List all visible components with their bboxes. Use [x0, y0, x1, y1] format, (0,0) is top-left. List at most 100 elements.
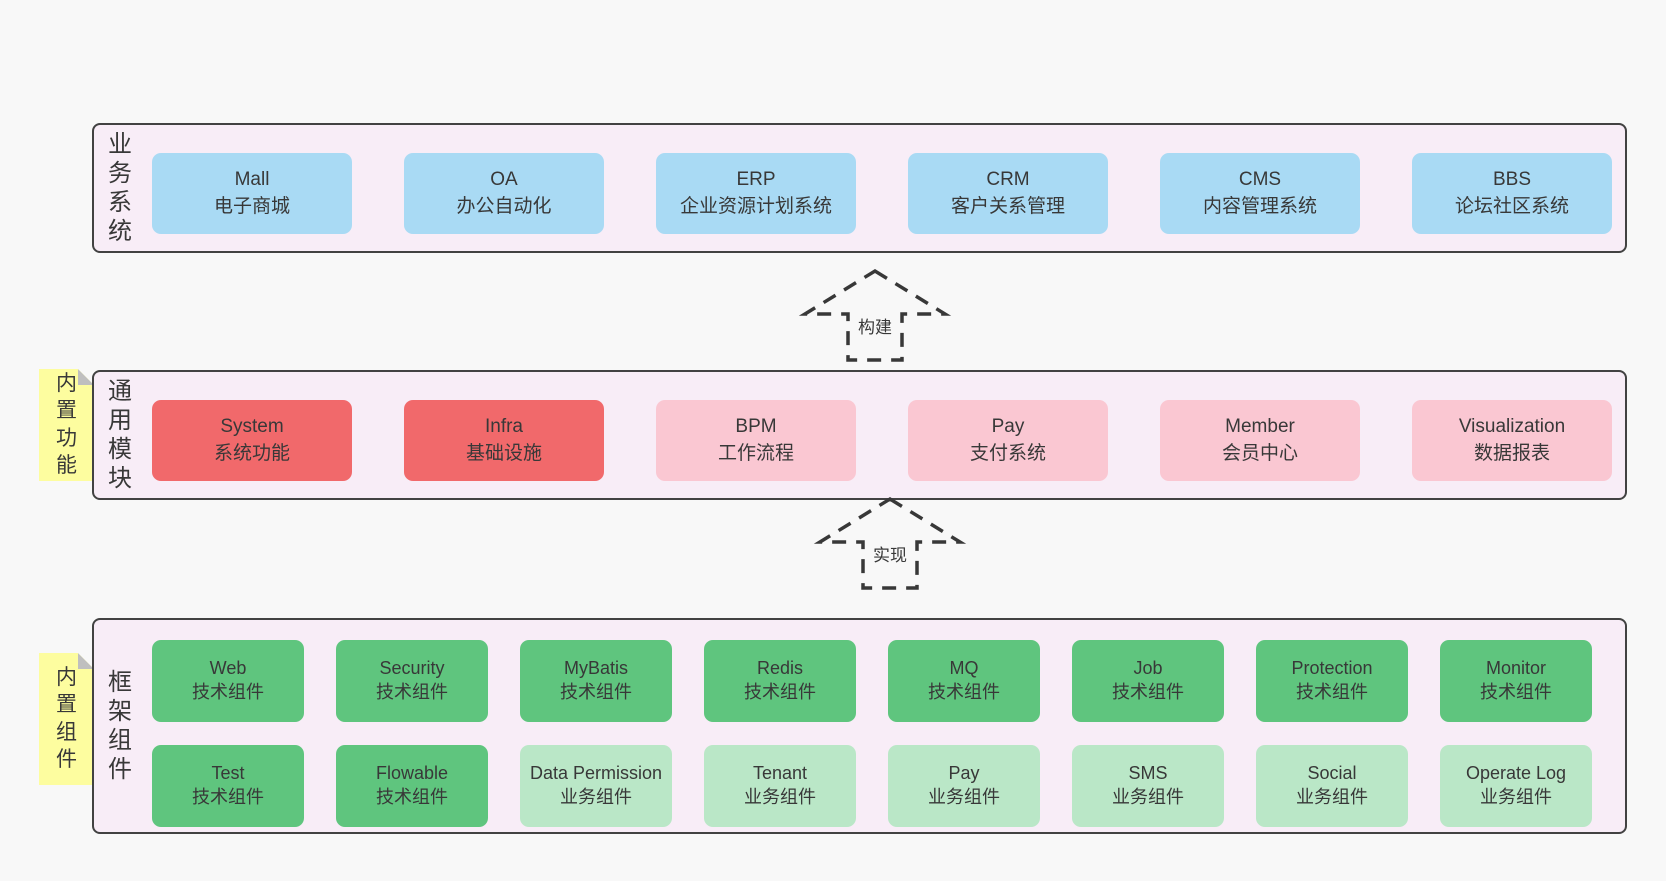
box-title: Web	[209, 658, 247, 679]
box-subtitle: 技术组件	[376, 787, 448, 807]
box-subtitle: 技术组件	[744, 682, 816, 702]
box-oa: OA 办公自动化	[404, 153, 604, 234]
business-box-row: Mall 电子商城 OA 办公自动化 ERP 企业资源计划系统 CRM 客户关系…	[152, 153, 1612, 234]
box-subtitle: 技术组件	[928, 682, 1000, 702]
box-subtitle: 企业资源计划系统	[679, 195, 832, 217]
box-crm: CRM 客户关系管理	[908, 153, 1108, 234]
implement-arrow-label: 实现	[870, 540, 910, 567]
components-box-row-2: Test 技术组件 Flowable 技术组件 Data Permission …	[152, 745, 1592, 827]
box-pay-system: Pay 支付系统	[908, 400, 1108, 481]
box-subtitle: 技术组件	[560, 682, 632, 702]
box-title: CRM	[986, 169, 1030, 191]
box-mybatis: MyBatis 技术组件	[520, 640, 672, 722]
box-web: Web 技术组件	[152, 640, 304, 722]
box-title: Redis	[756, 658, 804, 679]
box-title: Visualization	[1458, 416, 1566, 438]
box-subtitle: 技术组件	[192, 682, 264, 702]
box-operate-log: Operate Log 业务组件	[1440, 745, 1592, 827]
sticky-note-builtin-components: 内置组件	[39, 653, 94, 785]
box-title: Pay	[948, 763, 980, 784]
band-business-label: 业务系统	[108, 130, 132, 246]
box-title: OA	[490, 169, 518, 191]
box-bbs: BBS 论坛社区系统	[1412, 153, 1612, 234]
box-subtitle: 业务组件	[744, 787, 816, 807]
box-title: BPM	[735, 416, 777, 438]
box-subtitle: 办公自动化	[456, 195, 552, 217]
box-subtitle: 技术组件	[1112, 682, 1184, 702]
box-subtitle: 电子商城	[213, 195, 290, 217]
box-title: Mall	[234, 169, 270, 191]
box-subtitle: 技术组件	[192, 787, 264, 807]
build-arrow-label: 构建	[855, 312, 895, 339]
box-security: Security 技术组件	[336, 640, 488, 722]
box-subtitle: 客户关系管理	[950, 195, 1065, 217]
box-member: Member 会员中心	[1160, 400, 1360, 481]
box-title: BBS	[1492, 169, 1532, 191]
box-sms: SMS 业务组件	[1072, 745, 1224, 827]
box-subtitle: 业务组件	[560, 787, 632, 807]
box-mq: MQ 技术组件	[888, 640, 1040, 722]
box-subtitle: 业务组件	[1480, 787, 1552, 807]
build-arrow: 构建	[790, 268, 960, 363]
box-subtitle: 技术组件	[376, 682, 448, 702]
box-monitor: Monitor 技术组件	[1440, 640, 1592, 722]
box-subtitle: 基础设施	[465, 442, 542, 464]
box-cms: CMS 内容管理系统	[1160, 153, 1360, 234]
box-title: Monitor	[1485, 658, 1547, 679]
box-redis: Redis 技术组件	[704, 640, 856, 722]
box-system: System 系统功能	[152, 400, 352, 481]
box-mall: Mall 电子商城	[152, 153, 352, 234]
box-flowable: Flowable 技术组件	[336, 745, 488, 827]
box-subtitle: 会员中心	[1221, 442, 1298, 464]
box-title: Data Permission	[529, 763, 663, 784]
box-title: Tenant	[752, 763, 808, 784]
box-title: Security	[379, 658, 445, 679]
box-subtitle: 技术组件	[1480, 682, 1552, 702]
box-data-permission: Data Permission 业务组件	[520, 745, 672, 827]
box-title: Infra	[484, 416, 524, 438]
box-subtitle: 论坛社区系统	[1454, 195, 1569, 217]
box-title: Operate Log	[1465, 763, 1567, 784]
box-subtitle: 业务组件	[1296, 787, 1368, 807]
box-title: Job	[1133, 658, 1163, 679]
up-arrow-icon	[813, 496, 967, 590]
box-infra: Infra 基础设施	[404, 400, 604, 481]
box-title: Social	[1307, 763, 1357, 784]
box-title: Pay	[991, 416, 1025, 438]
box-test: Test 技术组件	[152, 745, 304, 827]
box-erp: ERP 企业资源计划系统	[656, 153, 856, 234]
box-job: Job 技术组件	[1072, 640, 1224, 722]
box-subtitle: 支付系统	[969, 442, 1046, 464]
band-common-modules: 通用模块 System 系统功能 Infra 基础设施 BPM 工作流程 Pay…	[92, 370, 1627, 500]
box-subtitle: 内容管理系统	[1202, 195, 1317, 217]
box-subtitle: 工作流程	[717, 442, 794, 464]
box-subtitle: 业务组件	[928, 787, 1000, 807]
implement-arrow: 实现	[805, 496, 975, 591]
box-title: SMS	[1128, 763, 1168, 784]
box-subtitle: 技术组件	[1296, 682, 1368, 702]
box-pay-component: Pay 业务组件	[888, 745, 1040, 827]
box-subtitle: 数据报表	[1473, 442, 1550, 464]
sticky-note-builtin-functions: 内置功能	[39, 369, 94, 481]
modules-box-row: System 系统功能 Infra 基础设施 BPM 工作流程 Pay 支付系统…	[152, 400, 1612, 481]
box-subtitle: 业务组件	[1112, 787, 1184, 807]
box-visualization: Visualization 数据报表	[1412, 400, 1612, 481]
box-title: Protection	[1291, 658, 1373, 679]
box-subtitle: 系统功能	[213, 442, 290, 464]
box-title: Member	[1225, 416, 1295, 438]
band-modules-label: 通用模块	[108, 377, 132, 493]
components-box-row-1: Web 技术组件 Security 技术组件 MyBatis 技术组件 Redi…	[152, 640, 1592, 722]
box-title: CMS	[1238, 169, 1282, 191]
box-protection: Protection 技术组件	[1256, 640, 1408, 722]
box-title: ERP	[736, 169, 776, 191]
box-social: Social 业务组件	[1256, 745, 1408, 827]
up-arrow-icon	[798, 268, 952, 362]
box-title: MQ	[949, 658, 979, 679]
box-tenant: Tenant 业务组件	[704, 745, 856, 827]
box-bpm: BPM 工作流程	[656, 400, 856, 481]
box-title: Test	[211, 763, 245, 784]
box-title: MyBatis	[563, 658, 628, 679]
band-framework-components: 框架组件 Web 技术组件 Security 技术组件 MyBatis 技术组件…	[92, 618, 1627, 834]
band-components-label: 框架组件	[108, 668, 132, 784]
box-title: System	[220, 416, 284, 438]
